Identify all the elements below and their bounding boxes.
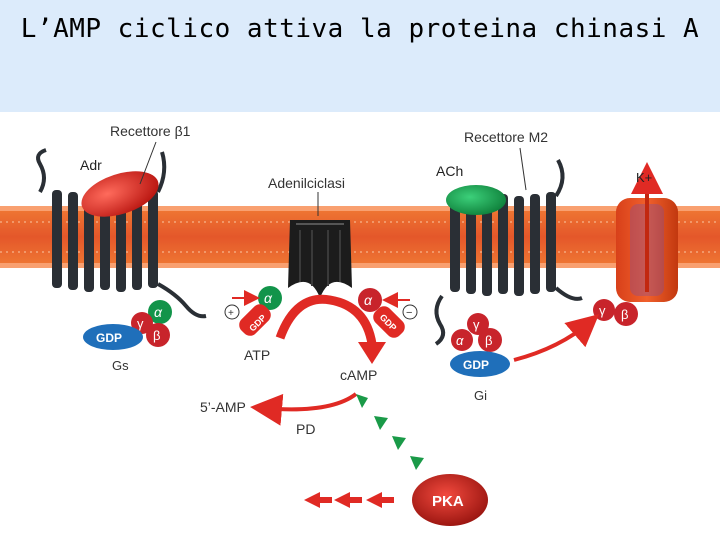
gs-label: Gs <box>112 358 129 373</box>
gs-beta-label: β <box>153 328 160 343</box>
gs-alpha-active: α GDP + <box>224 286 282 336</box>
adenylyl-cyclase <box>288 220 352 298</box>
pka-label: PKA <box>432 493 464 510</box>
pka-enzyme: PKA <box>412 474 488 526</box>
m2-receptor <box>434 159 583 346</box>
receptor-beta1-label: Recettore β1 <box>110 123 191 139</box>
camp-to-pka-arrows <box>356 394 424 470</box>
active-alpha-s-label: α <box>264 290 273 306</box>
atp-label: ATP <box>244 347 270 363</box>
active-alpha-i-label: α <box>364 292 373 308</box>
minus-sign: − <box>406 307 412 319</box>
receptor-m2-label: Recettore M2 <box>464 129 548 145</box>
k-ion-label: K+ <box>636 170 652 185</box>
title-banner <box>0 0 720 112</box>
adenylyl-cyclase-label: Adenilciclasi <box>268 175 345 191</box>
gi-alpha-label: α <box>456 333 464 348</box>
adrenaline-ligand <box>81 171 159 217</box>
camp-label: cAMP <box>340 367 377 383</box>
atp-to-camp-arrow <box>275 294 377 345</box>
gi-beta-gamma: γ β <box>593 299 638 326</box>
bg-gamma-label: γ <box>599 303 606 318</box>
pd-label: PD <box>296 421 315 437</box>
pka-output-arrows <box>304 492 394 508</box>
potassium-channel <box>616 162 678 302</box>
camp-to-5amp-arrow <box>250 392 358 426</box>
gs-protein-complex: α γ β GDP <box>83 300 172 350</box>
acetylcholine-ligand <box>446 185 506 215</box>
gs-gamma-label: γ <box>137 316 144 331</box>
gi-protein-complex: γ α β GDP <box>450 313 510 377</box>
beta1-receptor <box>36 148 207 319</box>
gs-alpha-label: α <box>154 304 163 320</box>
slide-title: L’AMP ciclico attiva la proteina chinasi… <box>20 14 700 44</box>
bg-beta-label: β <box>621 307 628 322</box>
adr-label: Adr <box>80 157 102 173</box>
five-amp-label: 5’-AMP <box>200 399 246 415</box>
plus-sign: + <box>228 308 234 319</box>
gi-label: Gi <box>474 388 487 403</box>
gi-gdp-label: GDP <box>463 358 489 372</box>
gi-to-k-arrow <box>513 314 600 362</box>
gs-gdp-label: GDP <box>96 331 122 345</box>
gi-alpha-active: α GDP − <box>358 288 418 338</box>
ach-label: ACh <box>436 163 463 179</box>
camp-pka-diagram: Adr Recettore β1 Adenilciclasi ACh Recet… <box>0 112 720 540</box>
gi-gamma-label: γ <box>473 317 480 332</box>
gi-beta-label: β <box>485 333 492 348</box>
